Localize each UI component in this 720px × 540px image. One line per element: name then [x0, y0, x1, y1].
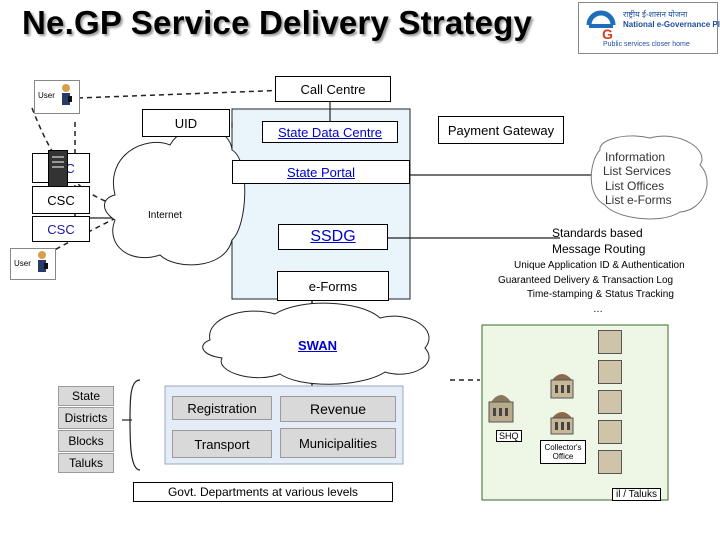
info-cloud-line-1: Information [605, 150, 666, 164]
user-bottom-icon: User [10, 248, 56, 280]
collector-office-label: Collector's Office [540, 440, 586, 464]
internet-label: Internet [148, 210, 182, 221]
building-icon-shq [486, 386, 516, 424]
tehsil-label: il / Taluks [612, 488, 661, 501]
standards-item-3: Time-stamping & Status Tracking [527, 289, 674, 300]
state-portal-box: State Portal [232, 160, 410, 184]
building-icon [598, 420, 622, 444]
level-taluks: Taluks [58, 453, 114, 473]
csc-box-2: CSC [32, 186, 90, 214]
dept-transport: Transport [172, 430, 272, 458]
negp-logo: G राष्ट्रीय ई-शासन योजना National e-Gove… [578, 2, 720, 54]
standards-item-2: Guaranteed Delivery & Transaction Log [498, 275, 674, 286]
dept-municipalities: Municipalities [280, 428, 396, 458]
standards-heading-2: Message Routing [552, 242, 646, 256]
shq-label: SHQ [496, 430, 522, 442]
person-icon [59, 83, 73, 111]
dept-revenue: Revenue [280, 396, 396, 422]
levels-panel: State Districts Blocks Taluks [58, 386, 114, 474]
building-icon-collector-1 [548, 368, 576, 400]
standards-item-4: … [593, 304, 603, 315]
dept-registration: Registration [172, 396, 272, 420]
ssdg-box: SSDG [278, 224, 388, 250]
svg-text:G: G [602, 26, 613, 41]
info-cloud-line-2: List Services [603, 164, 672, 178]
server-icon [48, 150, 68, 188]
user-bottom-label: User [14, 259, 31, 268]
swan-label: SWAN [298, 338, 337, 353]
info-cloud-line-4: List e-Forms [605, 193, 672, 207]
dept-caption: Govt. Departments at various levels [133, 482, 393, 502]
level-state: State [58, 386, 114, 406]
standards-heading: Standards based [552, 226, 643, 240]
state-data-centre-box: State Data Centre [262, 121, 398, 143]
payment-gateway-box: Payment Gateway [438, 116, 564, 144]
user-top-label: User [38, 91, 55, 100]
call-centre-box: Call Centre [275, 76, 391, 102]
internet-cloud [104, 127, 246, 266]
page-title: Ne.GP Service Delivery Strategy [22, 4, 533, 41]
building-icon-collector-2 [548, 406, 576, 436]
building-icon [598, 330, 622, 354]
person-icon [35, 250, 49, 278]
standards-item-1: Unique Application ID & Authentication [514, 260, 685, 271]
level-blocks: Blocks [58, 430, 114, 452]
logo-emblem-icon: G [585, 9, 617, 41]
logo-tagline: Public services closer home [603, 41, 690, 48]
eforms-box: e-Forms [277, 271, 389, 301]
taluk-office-stack [598, 330, 622, 490]
csc-box-3: CSC [32, 216, 90, 242]
info-cloud-line-3: List Offices [605, 179, 665, 193]
building-icon [598, 360, 622, 384]
logo-hindi: राष्ट्रीय ई-शासन योजना [623, 10, 688, 19]
building-icon [598, 450, 622, 474]
level-districts: Districts [58, 407, 114, 429]
uid-box: UID [142, 109, 230, 137]
building-icon [598, 390, 622, 414]
user-top-icon: User [34, 80, 80, 114]
logo-english: National e-Governance Plan [623, 20, 720, 29]
